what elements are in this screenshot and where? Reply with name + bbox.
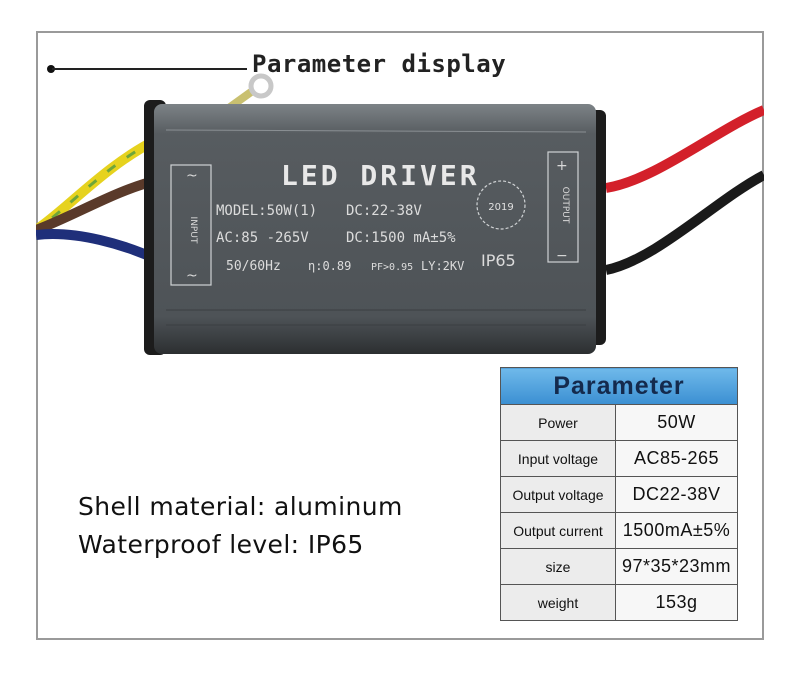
row-label: Input voltage <box>500 440 616 477</box>
device-dc-voltage: DC:22-38V <box>346 203 422 219</box>
led-driver-photo: INPUT ~ ~ OUTPUT + − LED DRIVER MODEL:50… <box>36 73 764 355</box>
table-header: Parameter <box>500 367 738 405</box>
row-value: AC85-265 <box>615 440 738 477</box>
device-ly: LY:2KV <box>421 259 464 273</box>
row-label: Power <box>500 404 616 441</box>
row-value: 153g <box>615 584 738 621</box>
table-header-row: Parameter <box>500 367 738 405</box>
aluminum-case <box>154 104 596 354</box>
device-pf: PF>0.95 <box>371 262 413 273</box>
red-wire <box>605 105 764 193</box>
device-ac-range: AC:85 -265V <box>216 230 309 246</box>
row-value: 1500mA±5% <box>615 512 738 549</box>
device-frequency: 50/60Hz <box>226 259 281 274</box>
table-row: weight 153g <box>500 584 738 621</box>
row-label: weight <box>500 584 616 621</box>
table-row: Output voltage DC22-38V <box>500 476 738 513</box>
parameter-table: Parameter Power 50W Input voltage AC85-2… <box>500 367 738 621</box>
row-value: 50W <box>615 404 738 441</box>
callout-dot <box>47 65 55 73</box>
callout-label: Parameter display <box>252 50 507 78</box>
row-value: 97*35*23mm <box>615 548 738 585</box>
date-dial <box>476 180 526 230</box>
table-row: Input voltage AC85-265 <box>500 440 738 477</box>
brown-wire <box>36 175 160 235</box>
date-dial-year: 2019 <box>488 202 513 213</box>
blue-wire <box>36 229 161 265</box>
device-ip: IP65 <box>481 251 516 270</box>
callout-line <box>52 68 247 70</box>
input-bracket <box>170 164 212 286</box>
black-wire <box>604 170 764 275</box>
shell-material: Shell material: aluminum <box>78 492 403 521</box>
device-title: LED DRIVER <box>281 159 480 192</box>
output-bracket <box>547 151 579 263</box>
table-row: Output current 1500mA±5% <box>500 512 738 549</box>
plus-symbol: + <box>556 158 568 174</box>
device-model: MODEL:50W(1) <box>216 203 317 219</box>
device-dc-current: DC:1500 mA±5% <box>346 230 456 246</box>
ring-terminal <box>248 73 274 99</box>
table-row: size 97*35*23mm <box>500 548 738 585</box>
ac-symbol-bottom: ~ <box>186 268 198 284</box>
ac-symbol-top: ~ <box>186 168 198 184</box>
row-label: Output voltage <box>500 476 616 513</box>
input-label: INPUT <box>188 217 198 244</box>
device-efficiency: η:0.89 <box>308 259 351 273</box>
row-label: Output current <box>500 512 616 549</box>
spec-text: Shell material: aluminum Waterproof leve… <box>78 488 403 564</box>
row-label: size <box>500 548 616 585</box>
table-row: Power 50W <box>500 404 738 441</box>
row-value: DC22-38V <box>615 476 738 513</box>
output-label: OUTPUT <box>560 187 570 224</box>
minus-symbol: − <box>556 248 568 264</box>
waterproof-level: Waterproof level: IP65 <box>78 530 364 559</box>
